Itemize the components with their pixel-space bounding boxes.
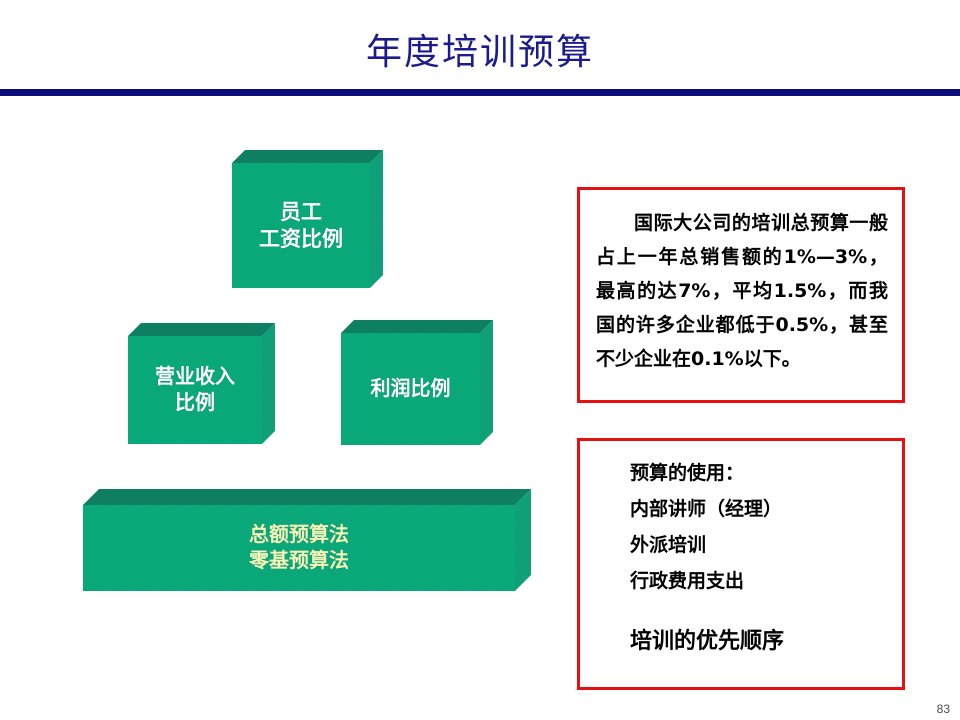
cube-front-face: 员工 工资比例: [232, 163, 370, 288]
cube-right-face: [370, 150, 383, 288]
diagram-box-profit-ratio[interactable]: 利润比例: [341, 320, 493, 445]
cube-right-face: [480, 320, 493, 445]
diagram-box-label: 总额预算法 零基预算法: [249, 522, 349, 572]
diagram-box-employee-salary-ratio[interactable]: 员工 工资比例: [232, 150, 383, 288]
usage-panel-emphasis-line: 培训的优先顺序: [630, 629, 785, 654]
cube-top-face: [83, 489, 531, 505]
diagram-box-label: 营业收入 比例: [155, 364, 235, 414]
cube-front-face: 总额预算法 零基预算法: [83, 505, 515, 591]
page-title: 年度培训预算: [365, 32, 594, 73]
cube-top-face: [232, 150, 383, 163]
cube-right-face: [515, 489, 531, 591]
stat-panel-paragraph: 国际大公司的培训总预算一般占上一年总销售额的1%—3%，最高的达7%，平均1.5…: [596, 212, 888, 370]
page-number: 83: [936, 702, 950, 716]
usage-text-panel: 预算的使用： 内部讲师（经理） 外派培训 行政费用支出 培训的优先顺序: [577, 438, 905, 690]
usage-panel-line: 外派培训: [630, 534, 707, 556]
title-divider-rule: [0, 89, 960, 96]
cube-front-face: 利润比例: [341, 333, 480, 445]
usage-panel-line: 行政费用支出: [630, 570, 745, 592]
stat-text-panel: 国际大公司的培训总预算一般占上一年总销售额的1%—3%，最高的达7%，平均1.5…: [577, 187, 905, 403]
cube-front-face: 营业收入 比例: [128, 336, 262, 444]
cube-top-face: [128, 323, 275, 336]
usage-panel-line: 内部讲师（经理）: [630, 498, 783, 520]
usage-panel-line: 预算的使用：: [630, 462, 745, 484]
diagram-box-label: 利润比例: [370, 376, 451, 401]
diagram-box-label: 员工 工资比例: [259, 199, 343, 251]
diagram-box-budget-methods[interactable]: 总额预算法 零基预算法: [83, 489, 531, 591]
diagram-box-operating-income-ratio[interactable]: 营业收入 比例: [128, 323, 275, 444]
cube-right-face: [262, 323, 275, 444]
cube-top-face: [341, 320, 493, 333]
usage-panel-spacer: [630, 599, 888, 625]
